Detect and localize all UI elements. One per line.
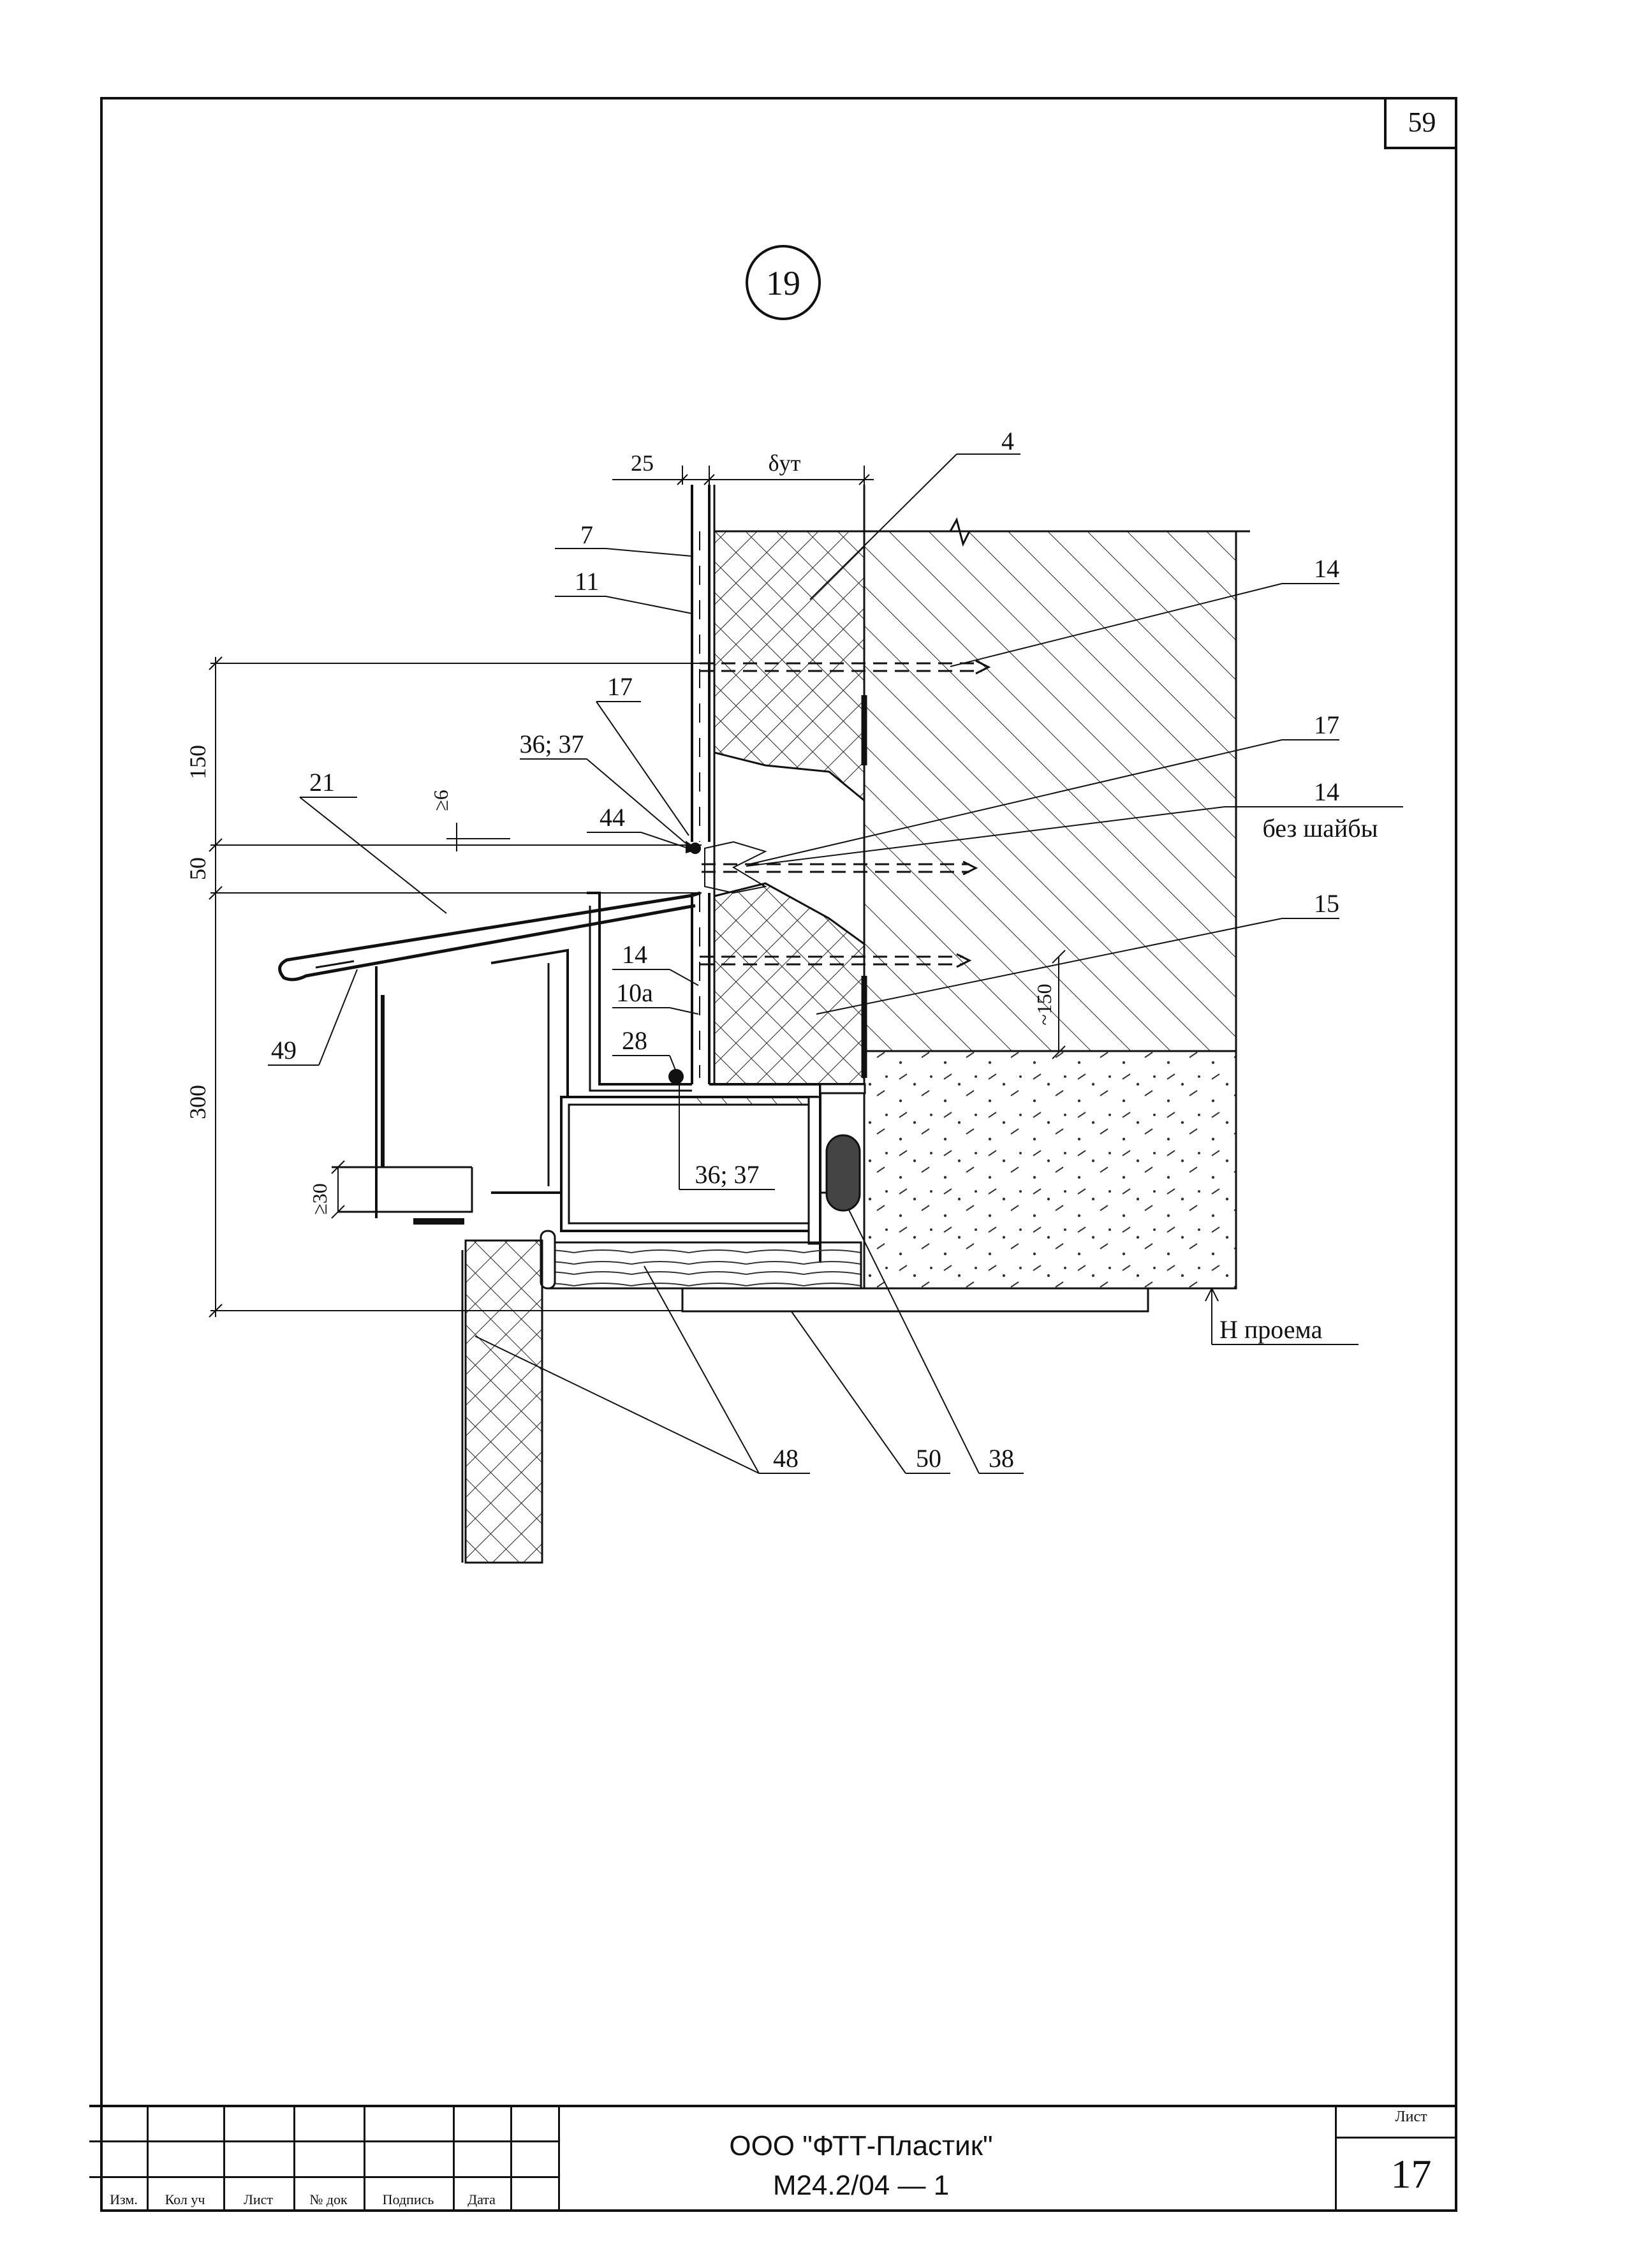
callout-21: 21 (309, 768, 335, 797)
callout-28: 28 (622, 1026, 647, 1055)
sealant-bead-top (686, 841, 698, 853)
callout-36-37-low: 36; 37 (695, 1160, 759, 1189)
dim-300: 300 (185, 1085, 210, 1119)
dim-150-right: ~150 (1033, 983, 1056, 1025)
detail-number-marker: 19 (746, 245, 821, 320)
sill-plate (681, 1287, 1149, 1313)
callout-14-low: 14 (622, 940, 647, 969)
h-opening-label: Н проема (1219, 1315, 1323, 1344)
leader-lines (268, 453, 1403, 1474)
dim-50: 50 (185, 857, 210, 880)
dim-insulation: δут (769, 450, 801, 476)
lower-wall (461, 1239, 543, 1564)
organization-name: ООО "ФТТ-Пластик" (729, 2130, 993, 2161)
col-doc: № док (309, 2191, 348, 2207)
callout-44: 44 (600, 803, 625, 832)
dim-25: 25 (631, 450, 654, 476)
corner-page-number: 59 (1384, 97, 1457, 149)
callout-10a: 10а (616, 978, 653, 1007)
wood-board (540, 1230, 862, 1290)
insulation-layer (713, 530, 867, 1086)
col-date: Дата (467, 2191, 496, 2207)
detail-number: 19 (766, 264, 800, 302)
dim-ge6: ≥6 (429, 790, 452, 811)
callout-36-37-top: 36; 37 (519, 730, 584, 758)
col-list: Лист (243, 2191, 274, 2207)
callout-15: 15 (1314, 889, 1339, 918)
sheet-caption: Лист (1395, 2109, 1427, 2125)
concrete-lintel (863, 1050, 1237, 1290)
callout-49: 49 (271, 1036, 297, 1064)
col-sign: Подпись (382, 2191, 434, 2207)
callout-17-left: 17 (607, 672, 633, 701)
dim-ge30: ≥30 (308, 1183, 331, 1215)
callout-50: 50 (916, 1444, 941, 1473)
masonry-wall (863, 517, 1250, 1052)
window-frame-profile (332, 892, 866, 1263)
callout-11: 11 (575, 567, 600, 596)
dowel-anchors (689, 659, 991, 968)
window-flashing (278, 891, 701, 982)
callout-48: 48 (773, 1444, 799, 1473)
document-code: М24.2/04 — 1 (772, 2170, 950, 2201)
callout-38: 38 (989, 1444, 1014, 1473)
callout-14-note: без шайбы (1262, 814, 1378, 843)
col-izm: Изм. (110, 2191, 138, 2207)
revision-table: Изм. Кол уч Лист № док Подпись Дата (89, 2105, 560, 2212)
callout-17-right: 17 (1314, 711, 1339, 739)
dimension-lines (209, 466, 1358, 1345)
dim-150-top: 150 (185, 745, 210, 779)
callout-14-mid: 14 (1314, 777, 1339, 806)
sheet-number: 17 (1390, 2151, 1432, 2197)
col-kol: Кол уч (165, 2191, 205, 2207)
callout-7: 7 (580, 520, 593, 549)
callout-4: 4 (1001, 427, 1014, 455)
sealant-bead (668, 1069, 684, 1084)
title-block: Изм. Кол уч Лист № док Подпись Дата (89, 2105, 1457, 2212)
drawing-frame (100, 97, 1457, 2212)
callout-14-top: 14 (1314, 554, 1339, 583)
